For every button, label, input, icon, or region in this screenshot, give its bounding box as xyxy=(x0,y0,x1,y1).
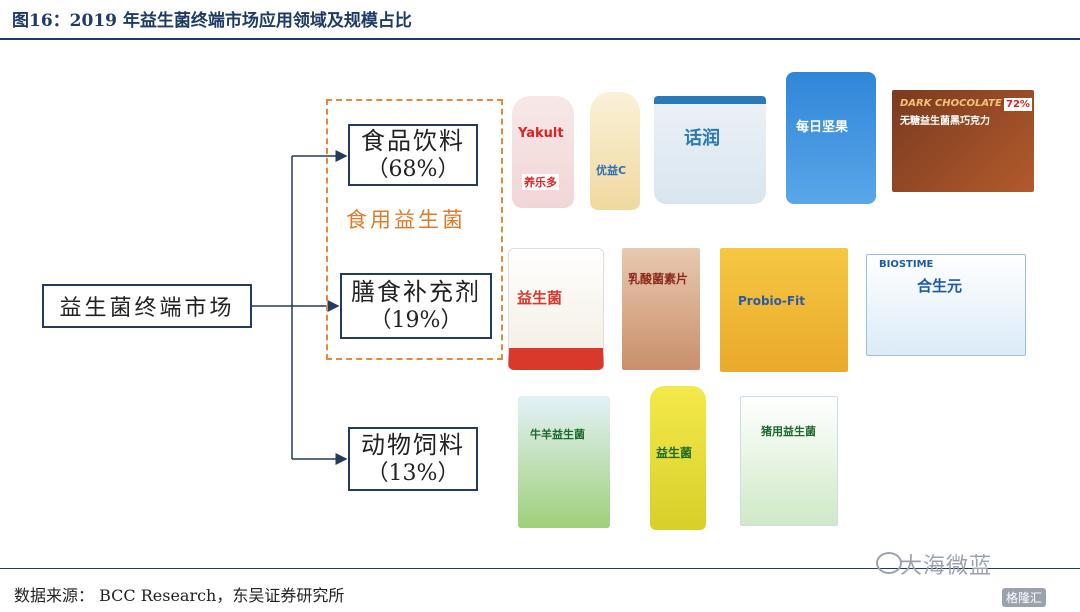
product-text: 益生菌 xyxy=(517,289,563,307)
node-animal-feed: 动物饲料 （13%） xyxy=(348,427,478,491)
node-share: （68%） xyxy=(366,157,460,182)
watermark-text: 大海微蓝 xyxy=(900,554,993,579)
group-label: 食用益生菌 xyxy=(346,208,466,232)
node-food-beverage: 食品饮料 （68%） xyxy=(348,124,478,186)
dark-chocolate-box-image: DARK CHOCOLATE 无糖益生菌黑巧克力 72% xyxy=(892,90,1034,192)
node-share: （19%） xyxy=(369,308,463,333)
product-text: 合生元 xyxy=(917,277,963,295)
node-share: （13%） xyxy=(366,461,460,486)
wechat-icon xyxy=(876,552,902,574)
top-rule xyxy=(0,38,1080,40)
yakult-bottle-image: Yakult 养乐多 xyxy=(512,96,574,208)
node-label: 动物饲料 xyxy=(361,431,465,459)
product-text: 养乐多 xyxy=(522,174,559,190)
product-text: 牛羊益生菌 xyxy=(530,428,585,441)
probiotic-solid-drink-box-image: 益生菌 xyxy=(508,248,604,370)
node-dietary-supplement: 膳食补充剂 （19%） xyxy=(340,273,492,339)
pig-probiotic-bag-image: 猪用益生菌 xyxy=(740,396,838,526)
bottom-rule xyxy=(0,568,1080,569)
liquid-probiotic-bottle-image: 益生菌 xyxy=(650,386,706,530)
probio-fit-box-image: Probio-Fit xyxy=(720,248,848,372)
daily-nuts-bag-image: 每日坚果 xyxy=(786,72,876,204)
lactobacillin-tablets-box-image: 乳酸菌素片 xyxy=(622,248,700,370)
huarun-yogurt-cup-image: 话润 xyxy=(654,96,766,204)
product-text: BIOSTIME xyxy=(879,259,934,270)
product-text: 乳酸菌素片 xyxy=(628,272,689,286)
product-text: 优益C xyxy=(596,164,627,177)
product-text: Yakult xyxy=(518,126,564,141)
product-text: 话润 xyxy=(684,128,720,149)
product-text: 72% xyxy=(1004,98,1032,111)
product-text: 猪用益生菌 xyxy=(761,425,816,438)
source-note: 数据来源： BCC Research，东吴证券研究所 xyxy=(14,586,345,605)
youyi-c-bottle-image: 优益C xyxy=(590,92,640,210)
biostime-box-image: BIOSTIME 合生元 xyxy=(866,254,1026,356)
product-text: 益生菌 xyxy=(656,446,693,460)
node-label: 膳食补充剂 xyxy=(351,278,481,306)
node-label: 食品饮料 xyxy=(361,127,465,155)
product-text: DARK CHOCOLATE xyxy=(900,98,1002,109)
edible-probiotic-group xyxy=(326,99,503,360)
product-text: 无糖益生菌黑巧克力 xyxy=(900,116,990,127)
figure-title: 图16：2019 年益生菌终端市场应用领域及规模占比 xyxy=(12,11,412,31)
product-text: Probio-Fit xyxy=(738,294,805,308)
product-text: 每日坚果 xyxy=(796,120,849,135)
brand-watermark: 格隆汇 xyxy=(1002,588,1047,607)
root-node: 益生菌终端市场 xyxy=(42,284,252,328)
cattle-sheep-probiotic-bag-image: 牛羊益生菌 xyxy=(518,396,610,528)
